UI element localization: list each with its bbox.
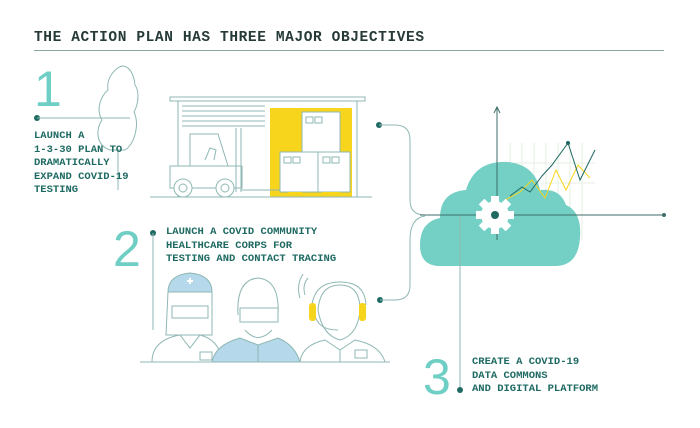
page-title: THE ACTION PLAN HAS THREE MAJOR OBJECTIV… <box>34 30 425 46</box>
chart-peak-point <box>566 141 570 145</box>
connector-2 <box>150 230 156 330</box>
chart-line-teal <box>509 141 596 197</box>
connector-3 <box>457 216 463 393</box>
tree-icon <box>97 65 139 190</box>
warehouse-icon <box>150 96 372 198</box>
objective-2-text: LAUNCH A COVID COMMUNITY HEALTHCARE CORP… <box>166 226 337 265</box>
objective-2-number: 2 <box>113 221 141 277</box>
objective-3-text: CREATE A COVID-19 DATA COMMONS AND DIGIT… <box>472 356 599 395</box>
connector-cloud-top <box>376 122 426 216</box>
gear-icon <box>476 196 514 234</box>
connector-cloud-bottom <box>377 215 426 303</box>
objective-1-number: 1 <box>34 61 62 117</box>
objective-1-text: LAUNCH A 1-3-30 PLAN TO DRAMATICALLY EXP… <box>34 130 129 196</box>
objective-3-number: 3 <box>423 349 451 405</box>
forklift-icon <box>169 128 280 198</box>
connector-1 <box>34 115 130 121</box>
title-divider <box>34 50 664 51</box>
healthcare-workers-icon <box>140 272 390 363</box>
